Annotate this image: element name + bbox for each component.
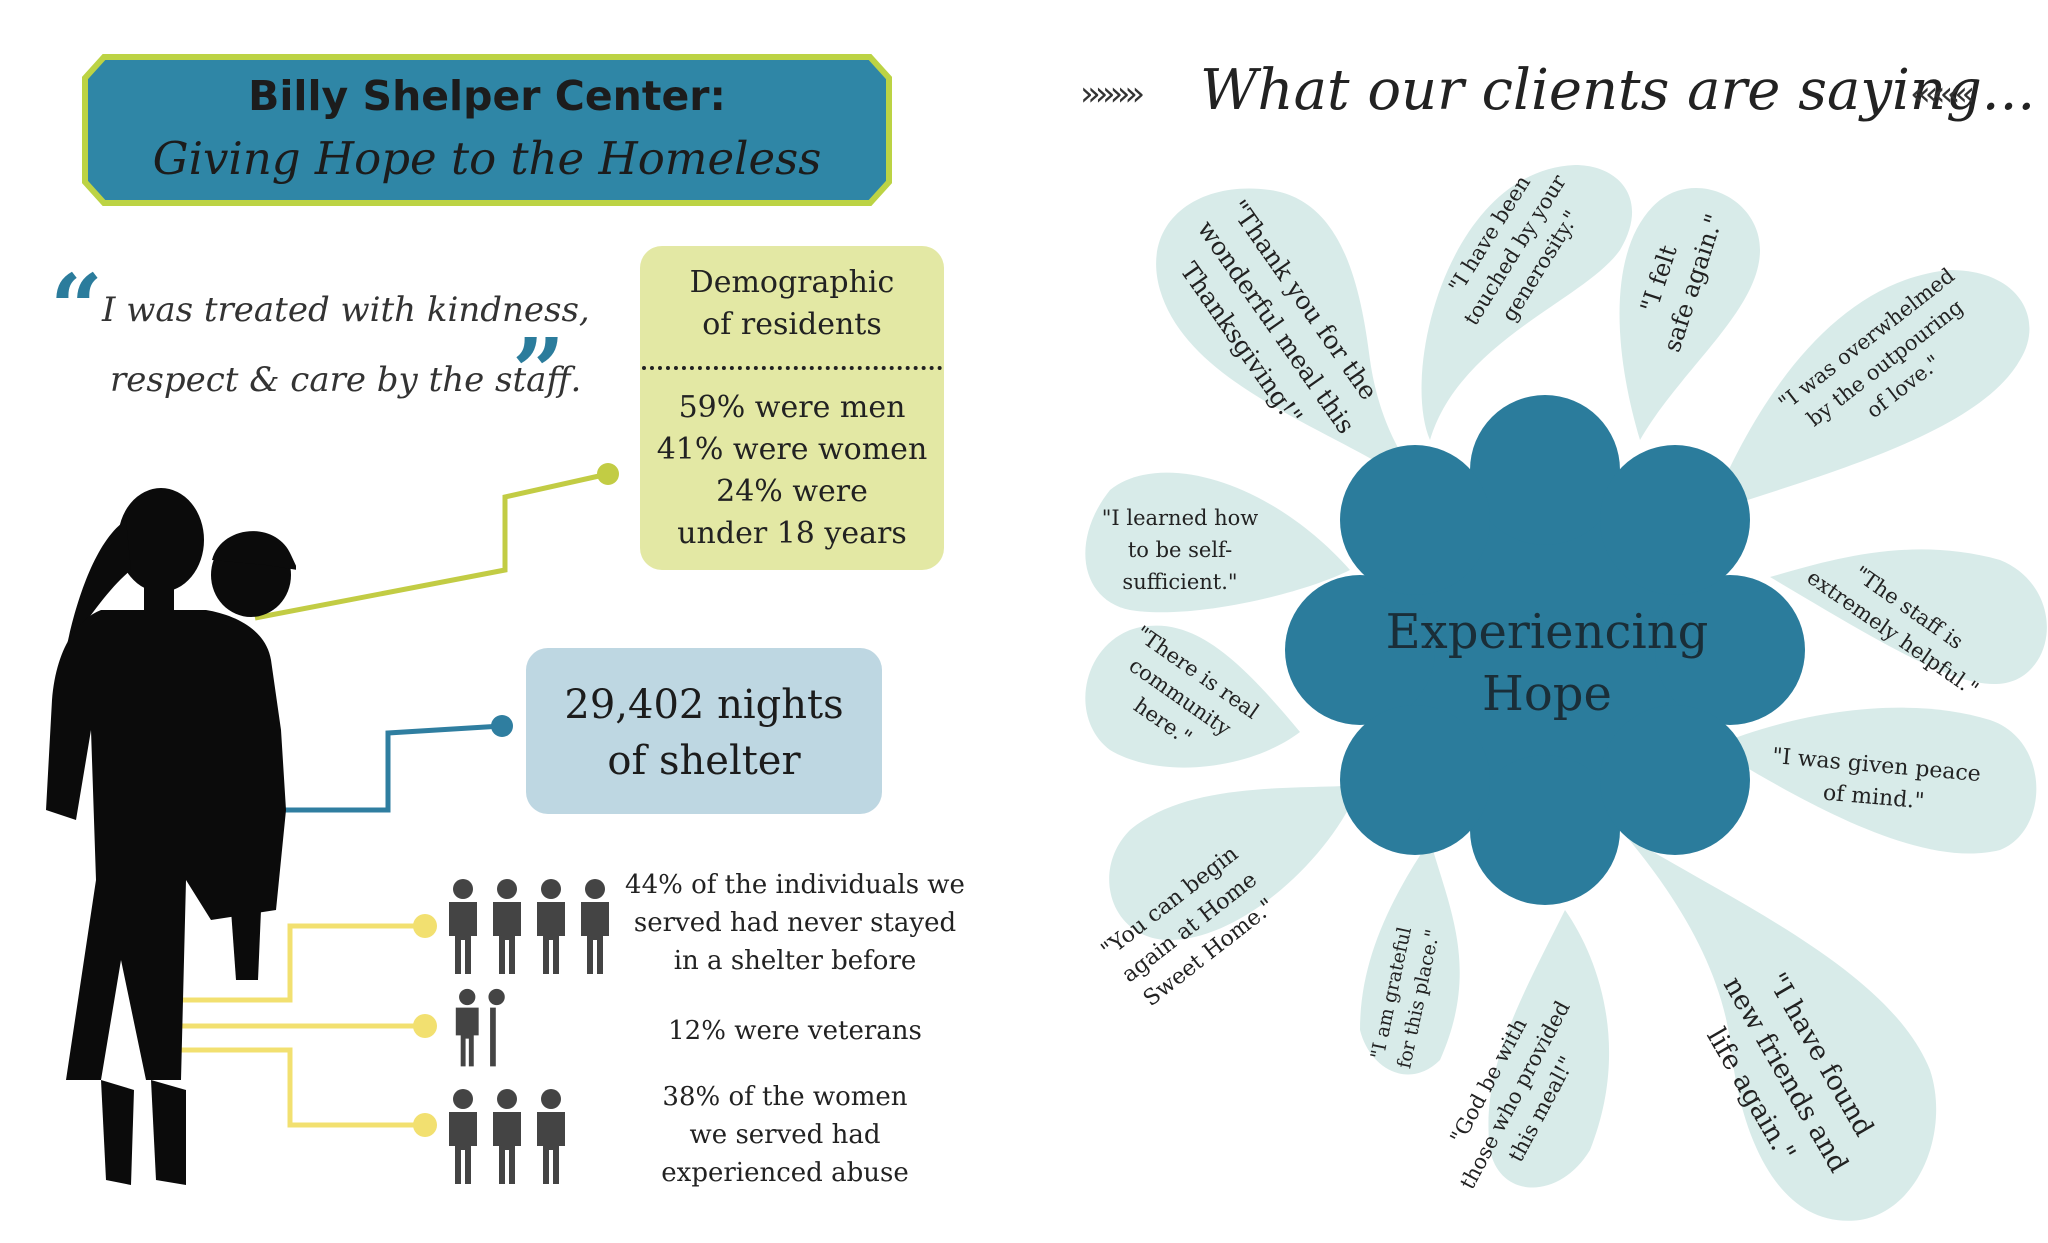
quote-self-sufficient: "I learned how to be self- sufficient." xyxy=(1090,502,1270,598)
demographic-title-line-2: of residents xyxy=(702,307,882,342)
connector-lines xyxy=(150,463,619,1137)
banner-subtitle: Giving Hope to the Homeless xyxy=(152,132,822,185)
banner-title: Billy Shelper Center: xyxy=(248,72,726,120)
demographic-title: Demographic of residents xyxy=(640,262,944,346)
stat-never-stayed: 44% of the individuals we served had nev… xyxy=(620,866,970,980)
person-icon-row-4 xyxy=(449,879,609,974)
stat-under-18-line-2: under 18 years xyxy=(677,516,907,551)
veteran-person-icon xyxy=(455,988,505,1067)
quote-self-sufficient-line-2: to be self- xyxy=(1127,538,1233,562)
stat-never-stayed-line-3: in a shelter before xyxy=(673,946,917,976)
stat-women: 41% were women xyxy=(656,432,928,467)
stat-abuse-line-1: 38% of the women xyxy=(662,1082,908,1112)
title-banner xyxy=(82,54,892,206)
nights-line-2: of shelter xyxy=(607,738,801,784)
center-label-line-1: Experiencing xyxy=(1385,604,1709,660)
demographic-box xyxy=(640,246,944,570)
stat-abuse: 38% of the women we served had experienc… xyxy=(620,1078,950,1192)
nights-line-1: 29,402 nights xyxy=(564,682,844,728)
hope-flower-diagram xyxy=(1085,165,2047,1221)
stat-under-18-line-1: 24% were xyxy=(716,474,868,509)
stat-abuse-line-3: experienced abuse xyxy=(661,1158,909,1188)
clients-section-title: What our clients are saying... xyxy=(1200,58,2036,123)
stat-abuse-line-2: we served had xyxy=(689,1120,881,1150)
nights-of-shelter-box xyxy=(526,648,882,814)
stat-never-stayed-line-1: 44% of the individuals we xyxy=(625,870,965,900)
testimonial-line-1: I was treated with kindness, xyxy=(102,290,590,330)
testimonial-line-2: respect & care by the staff. xyxy=(110,360,582,400)
right-arrows: «««« xyxy=(1910,74,1975,114)
stat-men: 59% were men xyxy=(678,390,906,425)
quote-self-sufficient-line-1: "I learned how xyxy=(1101,506,1259,530)
dotted-divider xyxy=(642,366,942,370)
quote-self-sufficient-line-3: sufficient." xyxy=(1122,570,1238,594)
demographic-title-line-1: Demographic xyxy=(689,265,895,300)
close-quote-icon: ” xyxy=(512,318,565,426)
center-flower xyxy=(1285,395,1805,905)
woman-person-icon-row xyxy=(449,1089,565,1184)
left-arrows: »»»» xyxy=(1080,74,1145,114)
center-label-line-2: Hope xyxy=(1482,666,1612,722)
open-quote-icon: “ xyxy=(50,254,103,362)
stat-never-stayed-line-2: served had never stayed xyxy=(633,908,957,938)
woman-holding-child-silhouette xyxy=(46,488,296,1185)
stat-veterans: 12% were veterans xyxy=(668,1016,922,1046)
